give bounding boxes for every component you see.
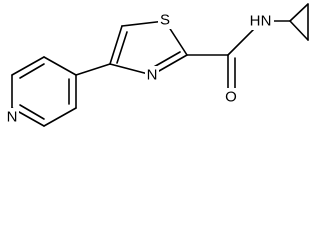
bond-group <box>11 3 309 127</box>
sulfur-label-bg <box>158 11 172 29</box>
bond-thz-c4-c5 <box>109 25 123 65</box>
atom-label-group: S N H N O N <box>5 11 274 126</box>
bond-pyr-c3-c2 <box>11 56 45 76</box>
amide-hydrogen-label: H <box>250 13 261 30</box>
bond-thz-c4-c5-double <box>116 31 128 64</box>
bond-cyclopropyl-c <box>289 20 309 41</box>
bond-cyclopropyl-a <box>289 3 309 22</box>
pyridine-nitrogen-label: N <box>7 109 18 126</box>
bond-pyr-c2-c3-double <box>19 63 45 79</box>
pyridine-nitrogen-label-bg <box>5 108 19 126</box>
amide-nitrogen-label-bg <box>248 12 274 30</box>
bond-pyr-c4-c3 <box>43 56 77 76</box>
molecule-structure: S N H N O N <box>5 3 309 127</box>
bond-thz-c5-s <box>121 20 166 27</box>
bond-pyr-n-c6-double <box>19 104 45 120</box>
thiazole-nitrogen-label: N <box>147 67 158 84</box>
bond-thz-c2-n-double <box>151 51 181 69</box>
thiazole-nitrogen-label-bg <box>145 66 159 84</box>
amide-nitrogen-label: N <box>261 13 272 30</box>
sulfur-label: S <box>160 12 170 29</box>
bond-pyr-c6-c5 <box>43 107 77 127</box>
carbonyl-oxygen-label-bg <box>224 88 239 106</box>
bond-pyr-thiazole-link <box>75 63 111 76</box>
carbonyl-oxygen-label: O <box>225 89 237 106</box>
